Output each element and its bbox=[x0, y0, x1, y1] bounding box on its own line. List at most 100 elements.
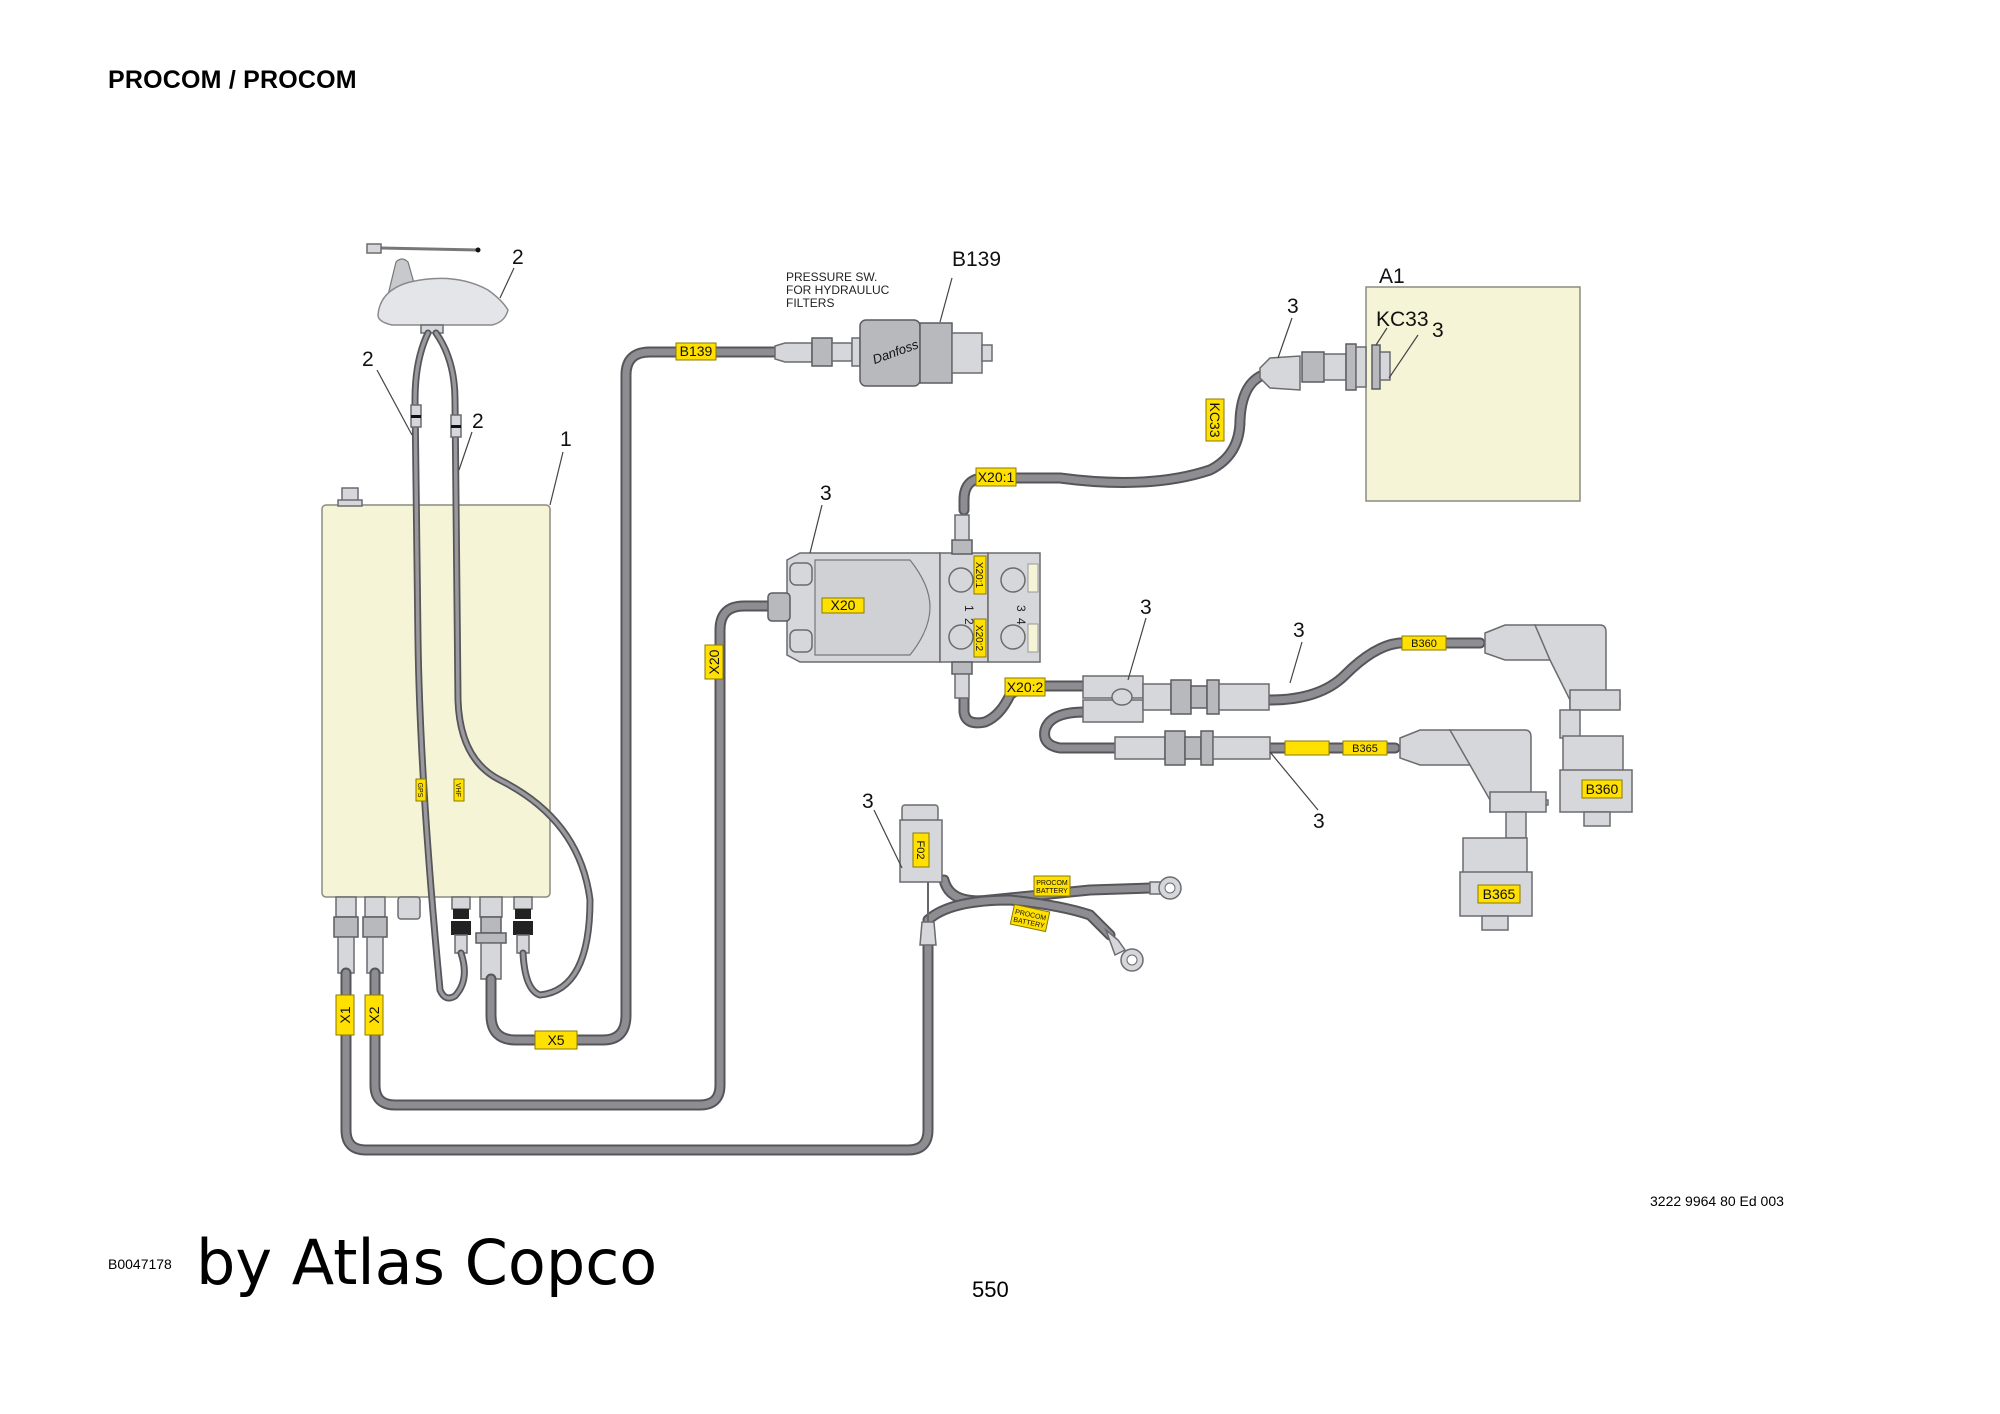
leader-b139 bbox=[939, 277, 953, 323]
antenna-dome bbox=[377, 277, 509, 326]
hub-plug-x20-2 bbox=[954, 673, 970, 699]
procom-unit bbox=[321, 487, 551, 980]
cable-x1 bbox=[340, 936, 934, 1156]
designator-b139: B139 bbox=[952, 248, 1001, 271]
cable-kc33-core bbox=[960, 368, 1279, 514]
tag-x20-2-bg bbox=[1004, 677, 1046, 697]
antenna-whip-tip bbox=[475, 247, 481, 253]
leader-antenna bbox=[499, 267, 515, 299]
callout-fuse-holder: 3 bbox=[862, 790, 874, 813]
connector-x1-nut bbox=[333, 916, 359, 938]
hub-port-number-4: 4 bbox=[1014, 618, 1028, 625]
cable-kc33 bbox=[958, 366, 1281, 516]
hub-x20: 1 2 3 4 bbox=[767, 514, 1041, 699]
connector-gps-nut bbox=[451, 921, 471, 935]
connector-x5-thread bbox=[480, 916, 502, 934]
tag-x1-text: X1 bbox=[337, 1006, 353, 1023]
tag-x2: X2 bbox=[364, 994, 384, 1036]
hub-port-3 bbox=[1000, 567, 1026, 593]
tag-x5-bg bbox=[534, 1030, 578, 1050]
tag-battery-plus-line2: BATTERY bbox=[1036, 888, 1068, 895]
callout-kc33-cable: 3 bbox=[1287, 295, 1299, 318]
hub-port-2 bbox=[948, 624, 974, 650]
b360-blade bbox=[1559, 709, 1581, 739]
splitter-plug-b360 bbox=[1218, 683, 1270, 711]
leader-kc33-connector bbox=[1388, 334, 1419, 379]
tag-b365-blank-bg bbox=[1284, 740, 1330, 756]
tag-battery-minus: PROCOM BATTERY bbox=[1009, 903, 1051, 933]
antenna bbox=[366, 243, 509, 334]
tag-b360-sensor: B360 bbox=[1581, 779, 1623, 799]
callout-antenna: 2 bbox=[512, 246, 524, 269]
callout-b365-cable: 3 bbox=[1313, 810, 1325, 833]
tag-b365-sensor: B365 bbox=[1477, 884, 1521, 904]
leader-splitter bbox=[1127, 617, 1147, 681]
hub-port-number-1: 1 bbox=[962, 605, 976, 612]
hub-port-1 bbox=[948, 567, 974, 593]
kc33-body bbox=[1323, 353, 1347, 381]
tag-x5: X5 bbox=[534, 1030, 578, 1050]
hub-port-number-2: 2 bbox=[962, 618, 976, 625]
tag-battery-plus: PROCOM BATTERY bbox=[1033, 875, 1071, 897]
leader-cable-vhf bbox=[458, 431, 473, 471]
cable-gps-core bbox=[413, 331, 467, 1000]
b139-hex bbox=[919, 322, 953, 384]
tag-kc33: KC33 bbox=[1205, 398, 1225, 442]
b139-adapter bbox=[831, 342, 853, 362]
inline-plug-b365-b bbox=[1212, 736, 1271, 760]
callout-cable-vhf: 2 bbox=[472, 410, 484, 433]
tag-kc33-text: KC33 bbox=[1207, 402, 1223, 437]
tag-battery-plus-bg bbox=[1033, 875, 1071, 897]
leader-cable-gps bbox=[376, 369, 413, 436]
tag-b360-text: B360 bbox=[1411, 638, 1437, 650]
leader-kc33-cable bbox=[1277, 317, 1293, 359]
tag-b365-bg bbox=[1342, 740, 1388, 756]
tag-vhf-bg bbox=[453, 778, 465, 802]
tag-x2-text: X2 bbox=[366, 1006, 382, 1023]
hub-label-slot-3 bbox=[1027, 563, 1039, 593]
b360-foot bbox=[1583, 811, 1611, 827]
tag-b365-sensor-bg bbox=[1477, 884, 1521, 904]
tag-x20-2-text: X20:2 bbox=[1007, 679, 1044, 695]
tag-b139: B139 bbox=[675, 342, 717, 361]
kc33-washer bbox=[1355, 346, 1367, 388]
tag-x20-1-port-bg bbox=[973, 555, 987, 595]
b365-blade bbox=[1505, 811, 1527, 839]
hub-port-number-3: 3 bbox=[1014, 605, 1028, 612]
connector-gps-socket bbox=[451, 896, 471, 910]
ring-terminal-plus-hole bbox=[1164, 882, 1176, 894]
tag-b139-bg bbox=[675, 342, 717, 361]
hub-x20-cover bbox=[814, 559, 931, 656]
tag-f02-bg bbox=[912, 832, 930, 868]
designator-a1: A1 bbox=[1379, 265, 1405, 288]
vhf-inline-band bbox=[451, 425, 461, 428]
leader-hub-x20 bbox=[809, 504, 823, 554]
tag-gps-bg bbox=[415, 778, 427, 802]
hub-port-4 bbox=[1000, 624, 1026, 650]
kc33-flange bbox=[1345, 343, 1357, 391]
note-pressure-switch-line3: FILTERS bbox=[786, 296, 834, 310]
connector-vhf-band bbox=[515, 909, 531, 919]
tag-x20-hub: X20 bbox=[821, 597, 865, 614]
tag-battery-plus-line1: PROCOM bbox=[1036, 880, 1068, 887]
tag-x1-bg bbox=[335, 994, 355, 1036]
cable-x2-core bbox=[371, 602, 784, 1109]
connector-vhf-nut bbox=[513, 921, 533, 935]
kc33-lock-nut bbox=[1371, 344, 1381, 390]
note-pressure-switch-line2: FOR HYDRAULUC bbox=[786, 283, 890, 297]
b365-connector-base bbox=[1489, 791, 1547, 813]
connector-gps-band bbox=[453, 909, 469, 919]
panel-a1 bbox=[1365, 286, 1581, 502]
tag-b360-sensor-bg bbox=[1581, 779, 1623, 799]
tag-x1: X1 bbox=[335, 994, 355, 1036]
splitter-mount-hole bbox=[1111, 688, 1133, 706]
tag-b365-sensor-text: B365 bbox=[1483, 886, 1516, 902]
connector-x2-socket bbox=[364, 896, 386, 918]
ground-stud-base bbox=[337, 499, 363, 507]
document-reference: 3222 9964 80 Ed 003 bbox=[1650, 1193, 1784, 1209]
fuse-harness bbox=[899, 804, 1182, 972]
tag-f02-text: F02 bbox=[914, 841, 926, 860]
kc33-coupling-nut bbox=[1301, 351, 1325, 383]
leader-b365-cable bbox=[1269, 751, 1319, 811]
